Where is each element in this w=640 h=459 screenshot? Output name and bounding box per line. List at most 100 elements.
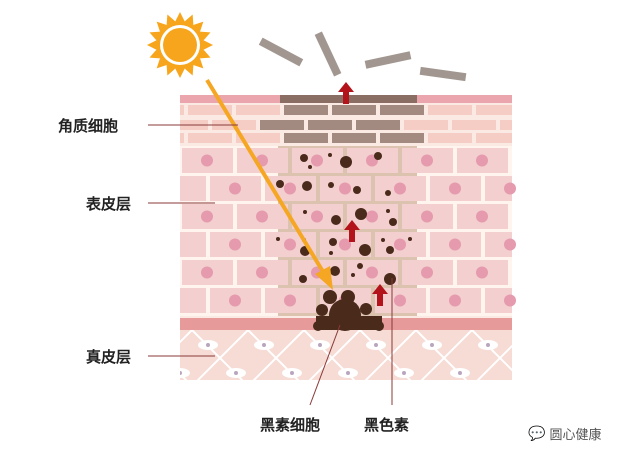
cell-nucleus	[504, 238, 516, 251]
corneocyte	[452, 120, 496, 130]
melanin-granule	[328, 153, 332, 157]
cell-nucleus	[339, 238, 351, 251]
cell-nucleus	[256, 266, 268, 279]
melanin-granule	[340, 156, 352, 168]
cell-nucleus	[366, 210, 378, 223]
cell-nucleus	[284, 182, 296, 195]
corneocyte	[180, 133, 184, 143]
melanin-granule	[300, 154, 308, 162]
cell-nucleus	[394, 182, 406, 195]
melanocyte	[313, 290, 384, 331]
corneocyte	[332, 105, 376, 115]
watermark-text: 圆心健康	[549, 428, 602, 443]
melanin-granule	[276, 237, 280, 241]
melanin-granule	[381, 238, 385, 242]
cell-nucleus	[504, 182, 516, 195]
melanin-granule	[331, 215, 341, 225]
melanin-granule	[302, 181, 312, 191]
corneocyte	[260, 120, 304, 130]
cell-nucleus	[504, 294, 516, 307]
dermis	[180, 330, 512, 380]
melanin-granule	[357, 263, 363, 269]
melanin-granule	[330, 266, 340, 276]
cell-nucleus	[284, 294, 296, 307]
cell-nucleus	[394, 294, 406, 307]
melanin-granule	[276, 180, 284, 188]
cell-nucleus	[229, 238, 241, 251]
label-leader-lines	[148, 124, 393, 406]
corneocyte	[180, 105, 184, 115]
epidermis-cell	[180, 232, 206, 257]
corneocyte	[188, 105, 232, 115]
melanin-granule	[408, 237, 412, 241]
corneocyte	[428, 133, 472, 143]
wechat-icon: 💬	[528, 425, 546, 442]
melanin-rise-arrow-icon	[344, 220, 360, 242]
cell-nucleus	[449, 182, 461, 195]
corneocyte	[428, 105, 472, 115]
cell-nucleus	[339, 182, 351, 195]
skin-layers	[180, 78, 516, 380]
melanin-granule	[359, 244, 371, 256]
label-dermis: 真皮层	[86, 348, 132, 366]
melanin-granule	[353, 186, 361, 194]
corneocyte	[188, 133, 232, 143]
cell-nucleus	[421, 210, 433, 223]
cell-nucleus	[449, 294, 461, 307]
melanin-granule	[374, 152, 382, 160]
melanin-granule	[384, 273, 396, 285]
melanin-granule	[308, 165, 312, 169]
melanin-granule	[351, 273, 355, 277]
melanin-granule	[303, 210, 307, 214]
label-melanin: 黑色素	[364, 416, 410, 434]
cell-nucleus	[476, 154, 488, 167]
cell-nucleus	[366, 266, 378, 279]
label-epidermis: 表皮层	[86, 195, 132, 213]
cell-nucleus	[394, 238, 406, 251]
corneocyte	[476, 133, 512, 143]
corneocyte	[308, 120, 352, 130]
corneocyte	[500, 120, 512, 130]
corneocyte	[332, 133, 376, 143]
melanin-granule	[385, 190, 391, 196]
cell-nucleus	[421, 266, 433, 279]
melanin-granule	[328, 182, 334, 188]
uv-ray-arrow	[205, 78, 327, 277]
corneocyte	[380, 105, 424, 115]
melanin-granule	[355, 208, 367, 220]
cell-nucleus	[311, 210, 323, 223]
label-melanocyte: 黑素细胞	[260, 416, 321, 434]
corneocyte	[236, 133, 280, 143]
corneocyte	[356, 120, 400, 130]
melanin-shed-arrow-icon	[338, 82, 354, 104]
cell-nucleus	[256, 210, 268, 223]
epidermis-cell	[180, 176, 206, 201]
corneocyte	[236, 105, 280, 115]
cell-nucleus	[201, 210, 213, 223]
cell-nucleus	[476, 210, 488, 223]
melanin-granule	[329, 238, 337, 246]
sun-icon	[147, 12, 213, 78]
melanin-granule	[299, 275, 307, 283]
melanin-granule	[386, 209, 390, 213]
melanin-granule	[389, 218, 397, 226]
cell-nucleus	[201, 154, 213, 167]
corneocyte	[380, 133, 424, 143]
cell-nucleus	[229, 294, 241, 307]
cell-nucleus	[449, 238, 461, 251]
cell-nucleus	[229, 182, 241, 195]
cell-nucleus	[311, 154, 323, 167]
cell-nucleus	[201, 266, 213, 279]
label-corneocyte: 角质细胞	[58, 117, 119, 135]
corneocyte	[284, 133, 328, 143]
melanin-granule	[329, 251, 333, 255]
corneocyte	[284, 105, 328, 115]
cell-nucleus	[421, 154, 433, 167]
melanin-granule	[386, 246, 394, 254]
corneocyte	[404, 120, 448, 130]
epidermis-cell	[180, 288, 206, 313]
corneocyte	[476, 105, 512, 115]
shed-corneocytes	[258, 31, 467, 82]
cell-nucleus	[476, 266, 488, 279]
